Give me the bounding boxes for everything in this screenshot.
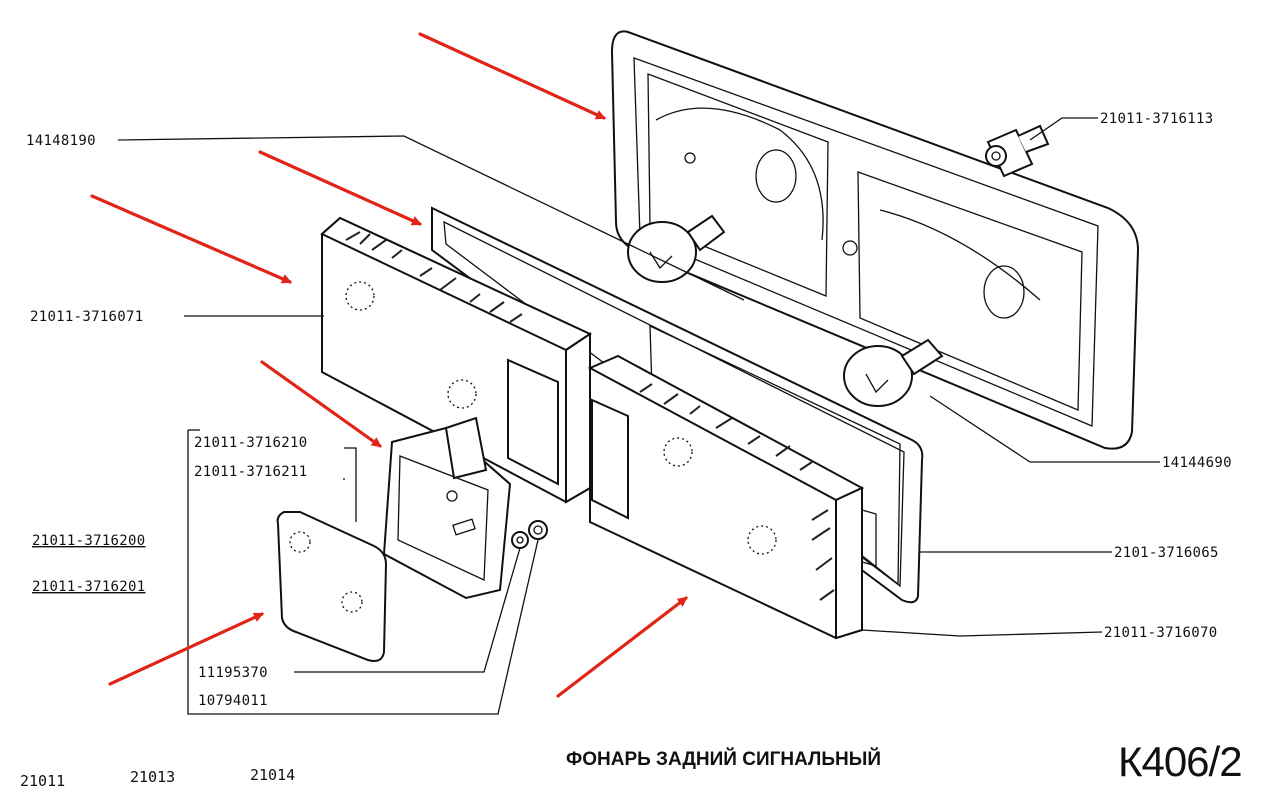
arrow-1: [418, 32, 606, 120]
label-housing-left: 21011-3716071: [30, 309, 143, 325]
bulb-left: [627, 214, 726, 283]
label-reflector-2: 21011-3716201: [32, 579, 145, 595]
arrow-4: [260, 360, 382, 448]
model-3: 21014: [250, 766, 295, 784]
diagram-title: ФОНАРЬ ЗАДНИЙ СИГНАЛЬНЫЙ: [566, 748, 881, 770]
reflector: [276, 511, 388, 662]
arrow-2: [258, 150, 422, 226]
reflector-holder: [382, 416, 512, 600]
label-washer: 11195370: [198, 665, 268, 681]
label-reflector-holder-1: 21011-3716210: [194, 435, 307, 451]
label-nut: 10794011: [198, 693, 268, 709]
footer: 21011 21013 21014 ФОНАРЬ ЗАДНИЙ СИГНАЛЬН…: [20, 738, 1243, 790]
red-arrows: [90, 32, 688, 698]
arrow-5: [108, 612, 264, 686]
nut-washer: [511, 520, 548, 549]
leader-lines: [117, 117, 1160, 715]
lamp-socket: [985, 124, 1050, 178]
label-reflector-holder-2: 21011-3716211: [194, 464, 307, 480]
label-reflector-1: 21011-3716200: [32, 533, 145, 549]
bulb-right: [843, 338, 944, 407]
lamp-base-plate: [610, 30, 1140, 450]
housing-right: [587, 354, 877, 640]
label-lamp-socket: 21011-3716113: [1100, 111, 1213, 127]
model-2: 21013: [130, 768, 175, 786]
label-screw-top: 14148190: [26, 133, 96, 149]
part-labels: 14148190 21011-3716113 21011-3716071 210…: [26, 111, 1232, 709]
model-1: 21011: [20, 772, 65, 790]
arrow-3: [90, 194, 292, 284]
label-screw-right: 14144690: [1162, 455, 1232, 471]
label-gasket: 2101-3716065: [1114, 545, 1219, 561]
housing-left: [320, 216, 593, 504]
arrow-6: [556, 596, 688, 698]
label-housing-right: 21011-3716070: [1104, 625, 1217, 641]
sheet-code: К406/2: [1118, 738, 1242, 785]
